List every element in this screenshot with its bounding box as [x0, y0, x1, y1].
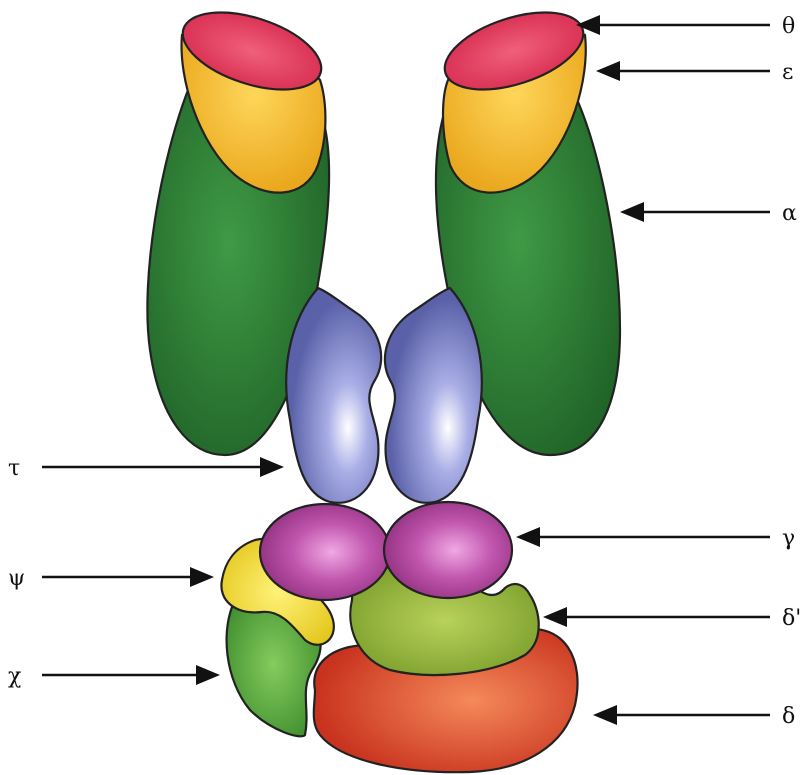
label-theta: θ: [576, 14, 795, 39]
svg-text:δ: δ: [782, 704, 795, 729]
gamma-subunit-right: [384, 502, 512, 598]
gamma-subunit-left: [260, 504, 390, 600]
svg-text:θ: θ: [782, 14, 795, 39]
tau-subunit-left: [286, 288, 381, 503]
label-delta-prime: δ': [543, 606, 801, 631]
svg-text:α: α: [782, 201, 797, 226]
label-psi: ψ: [8, 566, 214, 591]
svg-text:χ: χ: [8, 664, 21, 689]
label-chi: χ: [8, 664, 220, 689]
label-gamma: γ: [516, 526, 795, 551]
tau-subunit-right: [385, 288, 482, 503]
svg-text:δ': δ': [782, 606, 801, 631]
svg-text:ψ: ψ: [8, 566, 25, 591]
label-tau: τ: [8, 456, 284, 481]
label-alpha: α: [620, 201, 797, 226]
svg-text:ε: ε: [782, 60, 793, 85]
label-epsilon: ε: [596, 60, 793, 85]
svg-text:τ: τ: [8, 456, 20, 481]
label-delta: δ: [593, 704, 795, 729]
svg-text:γ: γ: [782, 526, 795, 551]
